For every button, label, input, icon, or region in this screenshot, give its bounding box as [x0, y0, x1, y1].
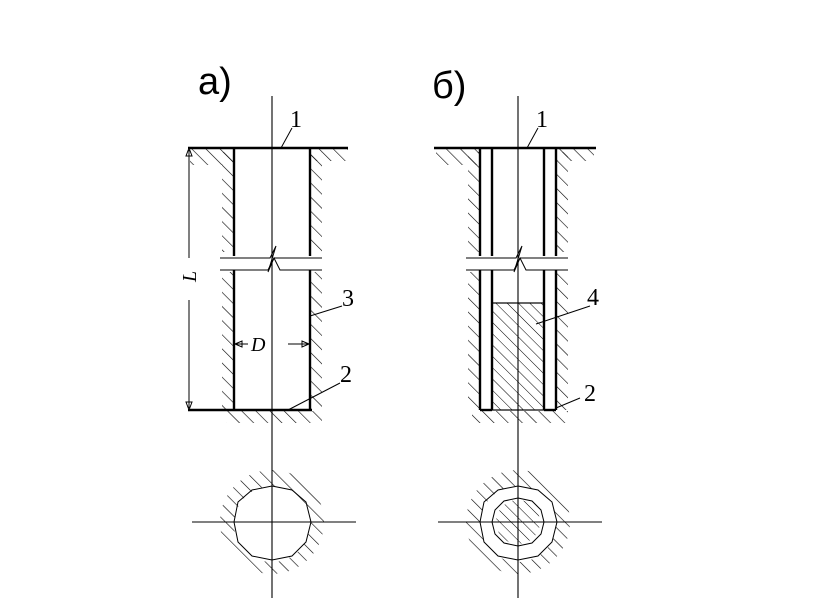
panel-a-dim-l-label: L [179, 271, 201, 283]
panel-a-dim-d-arrow-left [233, 340, 243, 348]
panel-b-core [491, 302, 545, 411]
panel-b-label: б) [432, 65, 466, 107]
panel-a-label: а) [198, 61, 232, 103]
panel-a-wall-hatch-left-top [222, 152, 234, 252]
panel-a-callout-3: 3 [342, 286, 354, 312]
panel-b-wall-hatch-right-bottom [556, 272, 568, 410]
panel-a-plan-bore [233, 485, 312, 561]
panel-b-break-bottom [466, 256, 568, 271]
panel-b-bottom-hatch [472, 411, 568, 423]
panel-a: а) L D [179, 61, 356, 598]
panel-a-break-top [220, 245, 322, 273]
panel-a-break-bottom [220, 256, 322, 271]
panel-b-callout-2: 2 [584, 381, 596, 407]
panel-a-dim-d-arrow-right [301, 340, 311, 348]
panel-a-callout-2: 2 [340, 362, 352, 388]
panel-a-wall-hatch-right-bottom [310, 272, 322, 410]
panel-a-bottom-hatch [226, 411, 322, 423]
panel-a-dim-l-arrow-top [185, 146, 193, 157]
panel-b-plan-bore [479, 485, 558, 561]
panel-a-leader-2 [287, 382, 341, 411]
panel-b-leader-4 [535, 305, 591, 325]
panel-b-callout-1: 1 [536, 107, 548, 133]
panel-b-plan-casing [491, 497, 545, 547]
panel-a-leader-3 [309, 305, 343, 317]
panel-b-leader-2 [555, 397, 581, 409]
panel-a-dim-l-arrow-bottom [185, 401, 193, 412]
panel-b-plan-view [438, 470, 602, 574]
panel-b: б) 1 4 2 [432, 65, 602, 598]
panel-a-plan-view [192, 470, 356, 575]
panel-a-callout-1: 1 [290, 107, 302, 133]
panel-a-wall-hatch-right-top [310, 152, 322, 252]
panel-a-dim-d-label: D [250, 334, 266, 356]
panel-a-leader-1 [280, 127, 293, 149]
panel-a-wall-hatch-left-bottom [222, 272, 234, 410]
panel-b-wall-hatch-left-top [468, 152, 480, 252]
panel-b-leader-1 [526, 127, 539, 149]
panel-b-wall-hatch-right-top [556, 152, 568, 252]
panel-b-wall-hatch-left-bottom [468, 272, 480, 410]
panel-b-callout-4: 4 [587, 285, 599, 311]
panel-b-break-top [466, 245, 568, 273]
